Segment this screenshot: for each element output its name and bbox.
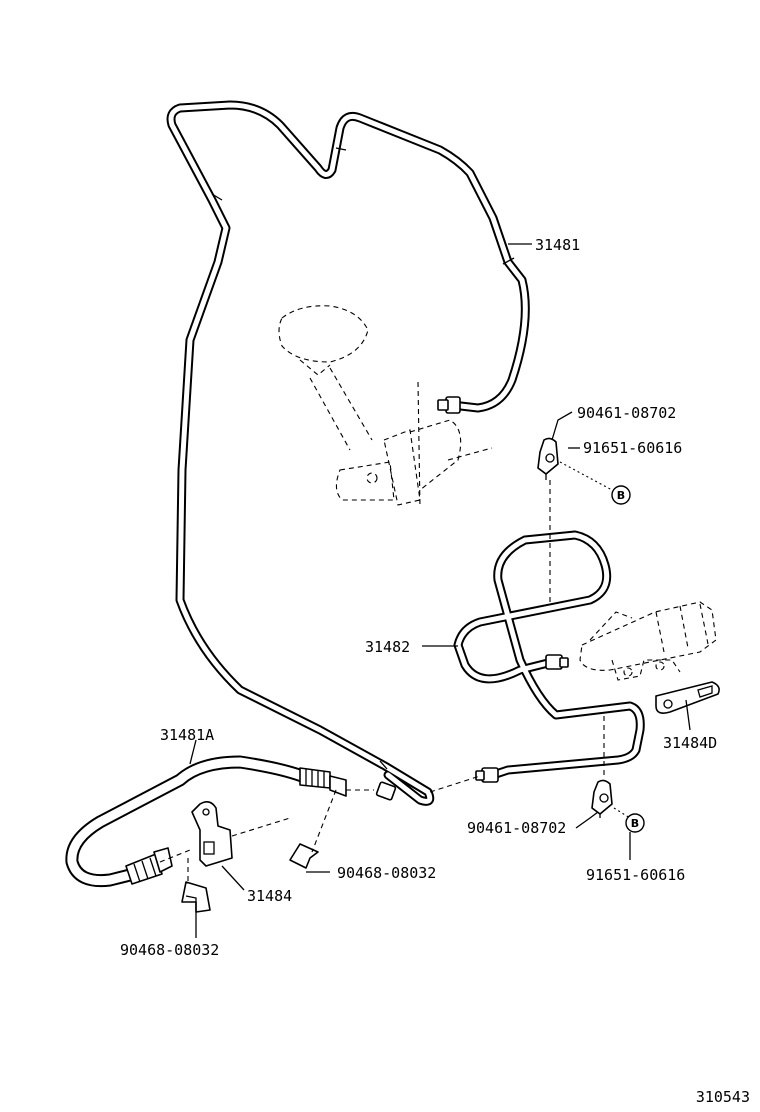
clip-90461-top — [537, 437, 559, 480]
clutch-pipe-31482 — [453, 530, 645, 783]
label-91651-60616-top: 91651-60616 — [583, 439, 682, 457]
label-31484: 31484 — [247, 887, 292, 905]
alignment-lines — [159, 461, 631, 882]
clip-90468-right — [289, 843, 319, 869]
leader-lines — [189, 243, 691, 938]
clip-90461-bottom — [591, 779, 613, 818]
label-91651-60616-bottom: 91651-60616 — [586, 866, 685, 884]
label-31482: 31482 — [365, 638, 410, 656]
ref-mark-bottom-label: B — [631, 817, 639, 830]
master-cylinder-phantom — [278, 305, 493, 509]
flexible-hose-31481A — [65, 755, 347, 888]
ref-mark-bottom: B — [625, 813, 645, 833]
clutch-pipe-31481 — [166, 100, 530, 806]
label-31484D: 31484D — [663, 734, 717, 752]
label-90468-08032-left: 90468-08032 — [120, 941, 219, 959]
release-cylinder-phantom — [579, 601, 717, 681]
label-90468-08032-right: 90468-08032 — [337, 864, 436, 882]
label-90461-08702-bottom: 90461-08702 — [467, 819, 566, 837]
figure-number: 310543 — [696, 1088, 750, 1106]
ref-mark-top: B — [611, 485, 631, 505]
label-31481: 31481 — [535, 236, 580, 254]
label-31481A: 31481A — [160, 726, 214, 744]
label-90461-08702-top: 90461-08702 — [577, 404, 676, 422]
ref-mark-top-label: B — [617, 489, 625, 502]
bracket-31484D — [655, 681, 720, 714]
bracket-31484 — [191, 800, 233, 867]
clip-90468-left — [181, 881, 211, 913]
